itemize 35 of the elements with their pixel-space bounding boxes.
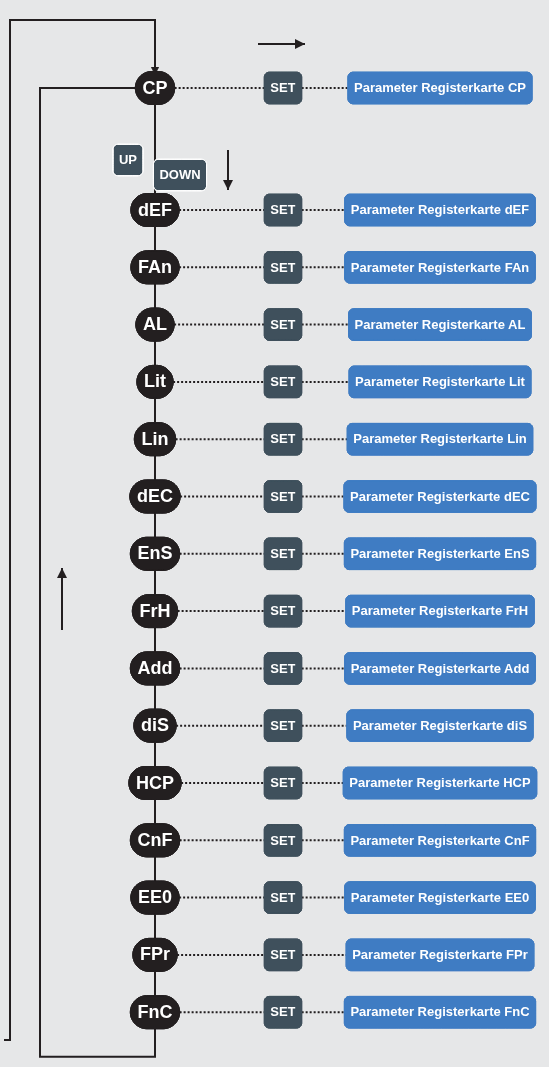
connector [154, 741, 156, 768]
connector [154, 913, 156, 940]
connector [154, 569, 156, 596]
connector [154, 855, 156, 883]
connector [176, 953, 266, 956]
connector [300, 839, 346, 842]
connector [300, 667, 346, 670]
connector [154, 970, 156, 997]
connector [154, 626, 156, 653]
connector [176, 610, 266, 613]
connector [300, 552, 346, 555]
connector [154, 798, 156, 825]
connector [300, 438, 349, 441]
connector [173, 323, 266, 326]
connector [300, 380, 351, 383]
connector [154, 512, 156, 539]
arrow [3, 19, 160, 1041]
connector [300, 323, 350, 326]
connector [172, 380, 266, 383]
connector [154, 454, 156, 481]
connector [154, 397, 156, 424]
connector [300, 896, 346, 899]
connector [154, 683, 156, 711]
connector [300, 1011, 346, 1014]
connector [300, 495, 346, 498]
connector [300, 209, 346, 211]
connector [300, 782, 345, 784]
connector [300, 266, 346, 269]
connector [154, 225, 156, 252]
connector [154, 340, 156, 367]
connector [300, 87, 349, 89]
connector [300, 610, 347, 613]
connector [180, 782, 266, 784]
connector [173, 87, 266, 89]
connector [154, 282, 156, 310]
